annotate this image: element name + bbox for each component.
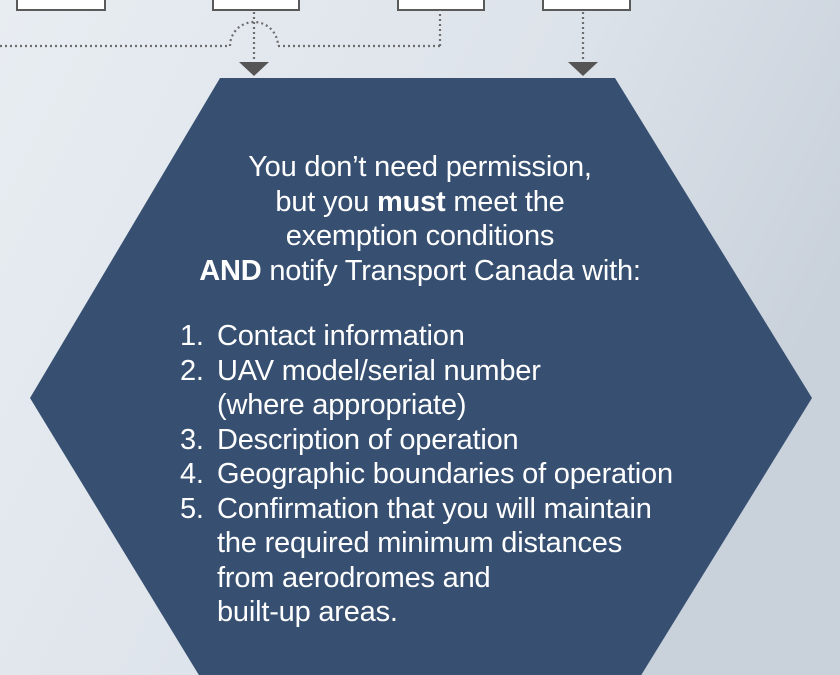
requirements-list: 1. Contact information 2. UAV model/seri… [180,319,740,630]
intro-line-3: exemption conditions [285,220,555,252]
arrow-down-icon [568,62,598,76]
list-item: 3. Description of operation [180,423,740,458]
list-item: 1. Contact information [180,319,740,354]
list-item-text: Geographic boundaries of operation [217,458,673,490]
list-item: 5. Confirmation that you will maintain t… [180,492,740,630]
list-item: 4. Geographic boundaries of operation [180,457,740,492]
list-item-text: Confirmation that you will maintain the … [217,492,652,629]
connector-hop-arc [228,20,280,47]
intro-line-4: AND notify Transport Canada with: [199,254,641,287]
list-item-number: 3. [180,423,204,456]
list-item-number: 5. [180,492,204,525]
list-item-text: UAV model/serial number (where appropria… [217,354,541,422]
flow-box-2 [212,0,300,11]
list-item-number: 2. [180,354,204,387]
list-item-number: 4. [180,458,204,490]
emphasis-must: must [376,185,446,218]
dotted-connectors [0,10,585,62]
flow-box-4 [542,0,631,11]
list-item-text: Description of operation [217,423,519,456]
emphasis-and: AND [199,254,262,287]
intro-text: You don’t need permission, but you must … [120,150,720,288]
intro-line-2: but you must meet the [275,185,565,218]
intro-line-1: You don’t need permission, [248,151,592,183]
flow-box-1 [16,0,106,11]
list-item: 2. UAV model/serial number (where approp… [180,354,740,423]
hexagon-node [30,78,812,675]
list-item-text: Contact information [217,320,465,352]
arrow-down-icon [239,62,269,76]
list-item-number: 1. [180,320,204,352]
background-shadow [0,170,30,490]
